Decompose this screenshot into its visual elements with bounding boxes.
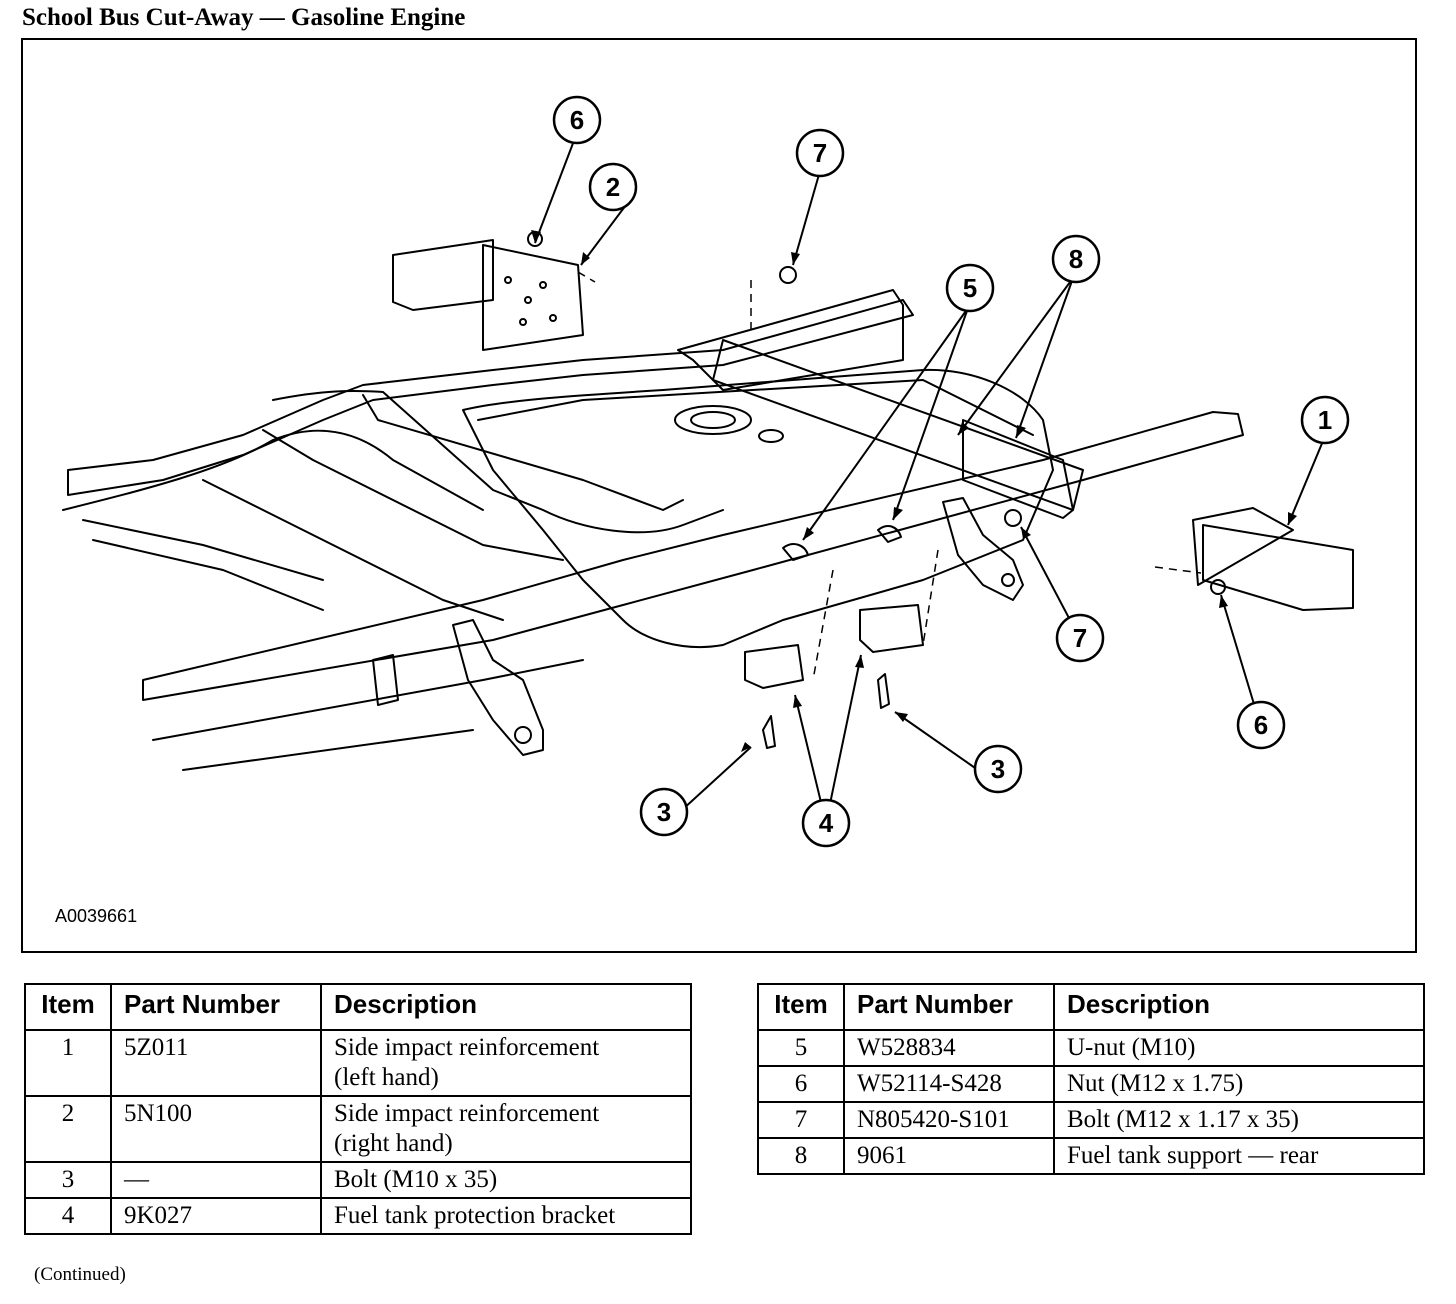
callout-label: 5 — [963, 273, 977, 303]
callout-label: 3 — [991, 754, 1005, 784]
description: Bolt (M10 x 35) — [320, 1161, 692, 1199]
table-row: 5 W528834 U-nut (M10) — [757, 1029, 1425, 1067]
description: Side impact reinforcement (right hand) — [320, 1095, 692, 1163]
description: Fuel tank support — rear — [1053, 1137, 1425, 1175]
callout-circle — [588, 162, 638, 212]
item-number: 8 — [757, 1137, 845, 1175]
description-line: Side impact reinforcement — [334, 1100, 600, 1127]
side-impact-reinforcement-lh — [1202, 524, 1354, 611]
header-description: Description — [320, 983, 692, 1031]
header-part-number: Part Number — [843, 983, 1055, 1031]
callout-label: 7 — [1073, 623, 1087, 653]
table-header-row: Item Part Number Description — [24, 983, 692, 1031]
description: Fuel tank protection bracket — [320, 1197, 692, 1235]
part-number: W52114-S428 — [843, 1065, 1055, 1103]
callout-circle — [639, 787, 689, 837]
hanger-bracket-right — [942, 497, 1024, 601]
item-number: 5 — [757, 1029, 845, 1067]
callout-circle — [945, 263, 995, 313]
item-number: 7 — [757, 1101, 845, 1139]
table-row: 8 9061 Fuel tank support — rear — [757, 1137, 1425, 1175]
callout-circle — [1055, 613, 1105, 663]
callout-label: 4 — [819, 808, 834, 838]
chassis-illustration: 6 2 7 5 8 1 7 6 3 3 4 — [62, 95, 1354, 848]
table-row: 4 9K027 Fuel tank protection bracket — [24, 1197, 692, 1235]
right-frame-rail — [142, 411, 1244, 701]
callout-circle — [1051, 234, 1101, 284]
protection-bracket-b — [859, 604, 924, 653]
part-number: 9061 — [843, 1137, 1055, 1175]
header-description: Description — [1053, 983, 1425, 1031]
description-line-2: (right hand) — [334, 1130, 453, 1157]
callout-label: 1 — [1318, 405, 1332, 435]
exploded-view-figure: 6 2 7 5 8 1 7 6 3 3 4 A0039661 — [21, 38, 1417, 953]
part-number: N805420-S101 — [843, 1101, 1055, 1139]
rear-fuel-tank-support — [962, 419, 1074, 519]
item-number: 6 — [757, 1065, 845, 1103]
callout-label: 7 — [813, 138, 827, 168]
callout-circle — [795, 128, 845, 178]
hanger-bracket-left — [452, 619, 544, 756]
description-line-2: (left hand) — [334, 1064, 439, 1091]
callout-label: 2 — [606, 172, 620, 202]
parts-table-left: Item Part Number Description 1 5Z011 Sid… — [24, 983, 692, 1235]
table-header-row: Item Part Number Description — [757, 983, 1425, 1031]
part-number: 9K027 — [110, 1197, 322, 1235]
callout-circle — [801, 798, 851, 848]
description: Bolt (M12 x 1.17 x 35) — [1053, 1101, 1425, 1139]
continued-note: (Continued) — [34, 1264, 126, 1285]
table-row: 3 — Bolt (M10 x 35) — [24, 1161, 692, 1199]
callout-label: 8 — [1069, 244, 1083, 274]
item-number: 2 — [24, 1095, 112, 1163]
callout-label: 6 — [1254, 710, 1268, 740]
header-part-number: Part Number — [110, 983, 322, 1031]
page-title: School Bus Cut-Away — Gasoline Engine — [22, 4, 466, 31]
protection-bracket-a — [744, 644, 804, 689]
table-row: 1 5Z011 Side impact reinforcement (left h… — [24, 1029, 692, 1097]
header-item: Item — [757, 983, 845, 1031]
callout-label: 6 — [570, 105, 584, 135]
header-item: Item — [24, 983, 112, 1031]
table-row: 6 W52114-S428 Nut (M12 x 1.75) — [757, 1065, 1425, 1103]
upper-rail — [677, 289, 904, 391]
parts-table-right: Item Part Number Description 5 W528834 U… — [757, 983, 1425, 1175]
item-number: 1 — [24, 1029, 112, 1097]
fuel-tank — [462, 368, 1054, 648]
part-number: 5N100 — [110, 1095, 322, 1163]
item-number: 3 — [24, 1161, 112, 1199]
callout-label: 3 — [657, 797, 671, 827]
table-row: 2 5N100 Side impact reinforcement (right … — [24, 1095, 692, 1163]
description: U-nut (M10) — [1053, 1029, 1425, 1067]
description-line: Side impact reinforcement — [334, 1034, 600, 1061]
callout-circle — [973, 744, 1023, 794]
side-impact-reinforcement-rh — [392, 239, 494, 311]
callout-circle — [552, 95, 602, 145]
figure-id: A0039661 — [55, 906, 138, 926]
table-row: 7 N805420-S101 Bolt (M12 x 1.17 x 35) — [757, 1101, 1425, 1139]
callout-circle — [1236, 700, 1286, 750]
description: Nut (M12 x 1.75) — [1053, 1065, 1425, 1103]
description: Side impact reinforcement (left hand) — [320, 1029, 692, 1097]
callout-circle — [1300, 395, 1350, 445]
item-number: 4 — [24, 1197, 112, 1235]
part-number: — — [110, 1161, 322, 1199]
part-number: 5Z011 — [110, 1029, 322, 1097]
part-number: W528834 — [843, 1029, 1055, 1067]
